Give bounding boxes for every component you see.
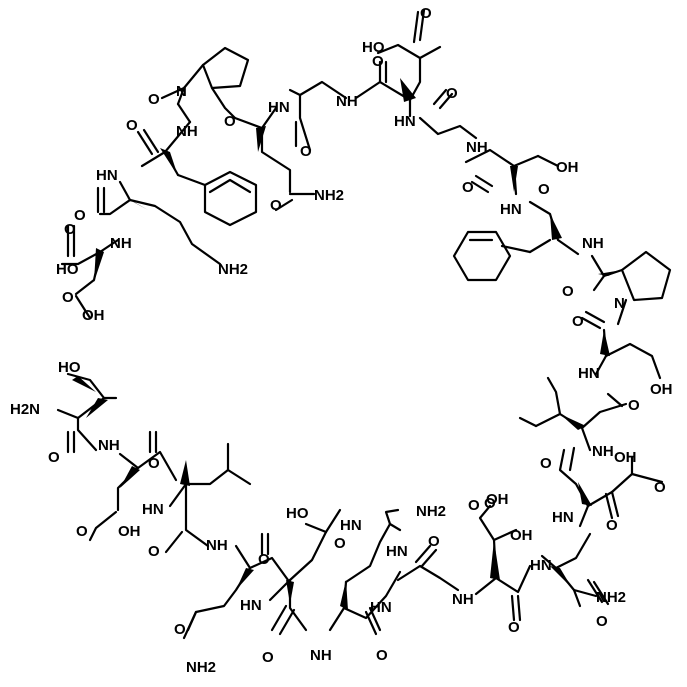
atom-label: O: [48, 449, 60, 466]
atom-label: O: [258, 551, 270, 568]
atom-label: OH: [486, 491, 509, 508]
atom-label: OH: [82, 307, 105, 324]
atom-label: OH: [510, 527, 533, 544]
atom-label: HO: [58, 359, 81, 376]
atom-label: HN: [370, 599, 392, 616]
atom-label: O: [462, 179, 474, 196]
atom-label: O: [420, 5, 432, 22]
atom-label: HO: [362, 39, 385, 56]
atom-label: O: [508, 619, 520, 636]
atom-label: HN: [340, 517, 362, 534]
atom-label: HN: [530, 557, 552, 574]
atom-label: NH: [110, 235, 132, 252]
atom-label: O: [224, 113, 236, 130]
atom-label: O: [300, 143, 312, 160]
atom-label: H2N: [10, 401, 40, 418]
atom-label: O: [74, 207, 86, 224]
atom-label: O: [468, 497, 480, 514]
atom-label: O: [606, 517, 618, 534]
atom-label: NH: [452, 591, 474, 608]
atom-label: NH: [176, 123, 198, 140]
atom-label: NH2: [416, 503, 446, 520]
atom-label: O: [76, 523, 88, 540]
atom-label: NH2: [186, 659, 216, 676]
atom-label: O: [174, 621, 186, 638]
atom-label: O: [148, 543, 160, 560]
atom-label: O: [562, 283, 574, 300]
atom-label: O: [376, 647, 388, 664]
atom-label: HO: [56, 261, 79, 278]
atom-label: NH: [98, 437, 120, 454]
atom-label: OH: [650, 381, 673, 398]
atom-label: NH: [310, 647, 332, 664]
atom-label: HN: [96, 167, 118, 184]
atom-label: O: [628, 397, 640, 414]
atom-label: N: [176, 83, 187, 100]
atom-label: OH: [118, 523, 141, 540]
atom-label: HN: [386, 543, 408, 560]
atom-label: HN: [500, 201, 522, 218]
atom-label: OH: [614, 449, 637, 466]
atom-label: HN: [142, 501, 164, 518]
atom-label: O: [572, 313, 584, 330]
atom-label: O: [62, 289, 74, 306]
atom-label: O: [538, 181, 550, 198]
atom-label: HN: [394, 113, 416, 130]
atom-label: HO: [286, 505, 309, 522]
atom-label: NH: [592, 443, 614, 460]
atom-labels: HO O O NH HN O NH OH O HN O NH O N O HN …: [10, 5, 673, 676]
atom-label: O: [64, 221, 76, 238]
atom-label: NH: [206, 537, 228, 554]
atom-label: O: [484, 495, 496, 512]
atom-label: O: [428, 533, 440, 550]
atom-label: O: [148, 455, 160, 472]
atom-label: O: [334, 535, 346, 552]
atom-label: O: [446, 85, 458, 102]
atom-label: O: [540, 455, 552, 472]
atom-label: HN: [552, 509, 574, 526]
bond-lines: [56, 8, 672, 640]
atom-label: O: [262, 649, 274, 666]
atom-label: O: [654, 479, 666, 496]
atom-label: O: [148, 91, 160, 108]
stereo-wedges: [72, 78, 622, 610]
atom-label: OH: [556, 159, 579, 176]
atom-label: O: [596, 613, 608, 630]
atom-label: NH2: [596, 589, 626, 606]
atom-label: NH2: [218, 261, 248, 278]
atom-label: HN: [578, 365, 600, 382]
atom-label: NH: [336, 93, 358, 110]
atom-label: NH2: [314, 187, 344, 204]
atom-label: HN: [240, 597, 262, 614]
atom-label: O: [270, 197, 282, 214]
atom-label: O: [372, 53, 384, 70]
atom-label: NH: [582, 235, 604, 252]
atom-label: HN: [268, 99, 290, 116]
atom-label: N: [614, 295, 625, 312]
atom-label: O: [126, 117, 138, 134]
atom-label: NH: [466, 139, 488, 156]
